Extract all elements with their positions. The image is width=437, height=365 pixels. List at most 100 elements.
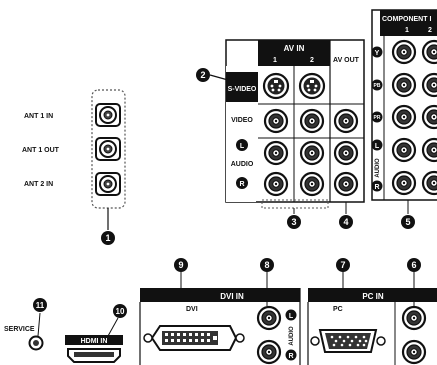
callout-6-number: 6: [411, 260, 416, 270]
avout-video-connector[interactable]: [333, 108, 359, 134]
av1-video-connector[interactable]: [263, 108, 289, 134]
av-in-header: AV IN: [284, 44, 305, 53]
av2-audio-r-connector[interactable]: [299, 171, 325, 197]
callout-1-number: 1: [105, 233, 110, 243]
callout-4-number: 4: [343, 217, 348, 227]
component1-audio-r-connector[interactable]: [391, 170, 417, 196]
svideo-1-connector[interactable]: [262, 72, 290, 100]
callout-7-badge: [336, 258, 350, 272]
av-in-col2: 2: [310, 57, 314, 64]
avout-audio-r-connector[interactable]: [333, 171, 359, 197]
callout-5-number: 5: [405, 217, 410, 227]
av1-audio-r-connector[interactable]: [263, 171, 289, 197]
ant1-in-connector[interactable]: [95, 103, 121, 127]
component2-y-connector[interactable]: [421, 39, 437, 65]
component-r-badge: [371, 180, 383, 192]
ant2-in-connector[interactable]: [95, 172, 121, 196]
dvi-l-badge: [285, 309, 297, 321]
component-l-badge: [371, 139, 383, 151]
component2-pr-connector[interactable]: [421, 104, 437, 130]
video-label: VIDEO: [231, 117, 253, 124]
ant1-out-connector[interactable]: [95, 137, 121, 161]
callout-8-number: 8: [264, 260, 269, 270]
pc-vga-connector[interactable]: [310, 329, 386, 353]
hdmi-connector[interactable]: [67, 348, 121, 363]
dvi-l-label: L: [289, 313, 294, 320]
service-label: SERVICE: [4, 326, 35, 333]
dvi-in-header-bar: [140, 288, 300, 302]
component-pr-label: PR: [374, 115, 381, 121]
dvi-r-badge: [285, 349, 297, 361]
callout-10-number: 10: [116, 307, 125, 316]
av2-video-connector[interactable]: [299, 108, 325, 134]
dvi-in-header: DVI IN: [220, 292, 244, 301]
callout-5-badge: [401, 215, 415, 229]
callout-11-badge: [33, 298, 47, 312]
svideo-2-connector[interactable]: [298, 72, 326, 100]
dvi-audio-l-connector[interactable]: [256, 305, 282, 331]
component1-y-connector[interactable]: [391, 39, 417, 65]
callout-3-bracket: [261, 199, 329, 209]
component-pb-badge: [371, 79, 383, 91]
av2-audio-l-connector[interactable]: [299, 140, 325, 166]
svideo-label: S-VIDEO: [228, 86, 257, 93]
component1-pr-connector[interactable]: [391, 104, 417, 130]
pc-audio-l-connector[interactable]: [401, 305, 427, 331]
svideo-label-bg: [226, 72, 258, 102]
callout-3-number: 3: [291, 217, 296, 227]
component-r-label: R: [374, 184, 379, 191]
component-pb-label: PB: [374, 83, 381, 89]
pc-in-header-bar: [308, 288, 437, 302]
av-l-label: L: [240, 143, 245, 150]
component-pr-badge: [371, 111, 383, 123]
callout-8-badge: [260, 258, 274, 272]
callout-7-number: 7: [340, 260, 345, 270]
callout-10-leader: [107, 317, 119, 337]
av-r-badge: [236, 177, 248, 189]
component-y-label: Y: [375, 50, 380, 57]
component-col2: 2: [428, 27, 432, 34]
callout-2-badge: [196, 68, 210, 82]
av-in-header-bar: [258, 40, 330, 66]
component-col1: 1: [405, 27, 409, 34]
av1-audio-l-connector[interactable]: [263, 140, 289, 166]
callout-9-badge: [174, 258, 188, 272]
callout-11-leader: [37, 312, 41, 337]
component2-pb-connector[interactable]: [421, 72, 437, 98]
pc-audio-r-connector[interactable]: [401, 339, 427, 365]
ant2-in-label: ANT 2 IN: [24, 181, 53, 188]
callout-9-number: 9: [178, 260, 183, 270]
service-connector[interactable]: [28, 335, 44, 351]
callout-11-number: 11: [36, 301, 45, 310]
ant1-out-label: ANT 1 OUT: [22, 147, 60, 154]
av-in-col1: 1: [273, 57, 277, 64]
pc-in-header: PC IN: [362, 292, 384, 301]
component2-audio-l-connector[interactable]: [421, 137, 437, 163]
ant1-in-label: ANT 1 IN: [24, 113, 53, 120]
av-r-label: R: [239, 181, 244, 188]
pc-label: PC: [333, 306, 343, 313]
component-audio-label: AUDIO: [375, 158, 381, 178]
callout-10-badge: [113, 304, 127, 318]
av-out-header: AV OUT: [333, 57, 360, 64]
hdmi-label-bar: [65, 335, 123, 345]
component2-audio-r-connector[interactable]: [421, 170, 437, 196]
av-audio-label: AUDIO: [231, 161, 254, 168]
component1-pb-connector[interactable]: [391, 72, 417, 98]
component-header: COMPONENT I: [382, 16, 431, 23]
callout-1-badge: [101, 231, 115, 245]
dvi-r-label: R: [288, 353, 293, 360]
hdmi-label: HDMI IN: [81, 338, 108, 345]
av-l-badge: [236, 139, 248, 151]
dvi-audio-r-connector[interactable]: [256, 339, 282, 365]
component-l-label: L: [375, 143, 380, 150]
avout-audio-l-connector[interactable]: [333, 140, 359, 166]
component-header-bar: [380, 10, 437, 36]
component-y-badge: [371, 46, 383, 58]
component1-audio-l-connector[interactable]: [391, 137, 417, 163]
dvi-connector[interactable]: [143, 325, 245, 351]
antenna-group-outline: [91, 89, 126, 209]
dvi-label: DVI: [186, 306, 198, 313]
